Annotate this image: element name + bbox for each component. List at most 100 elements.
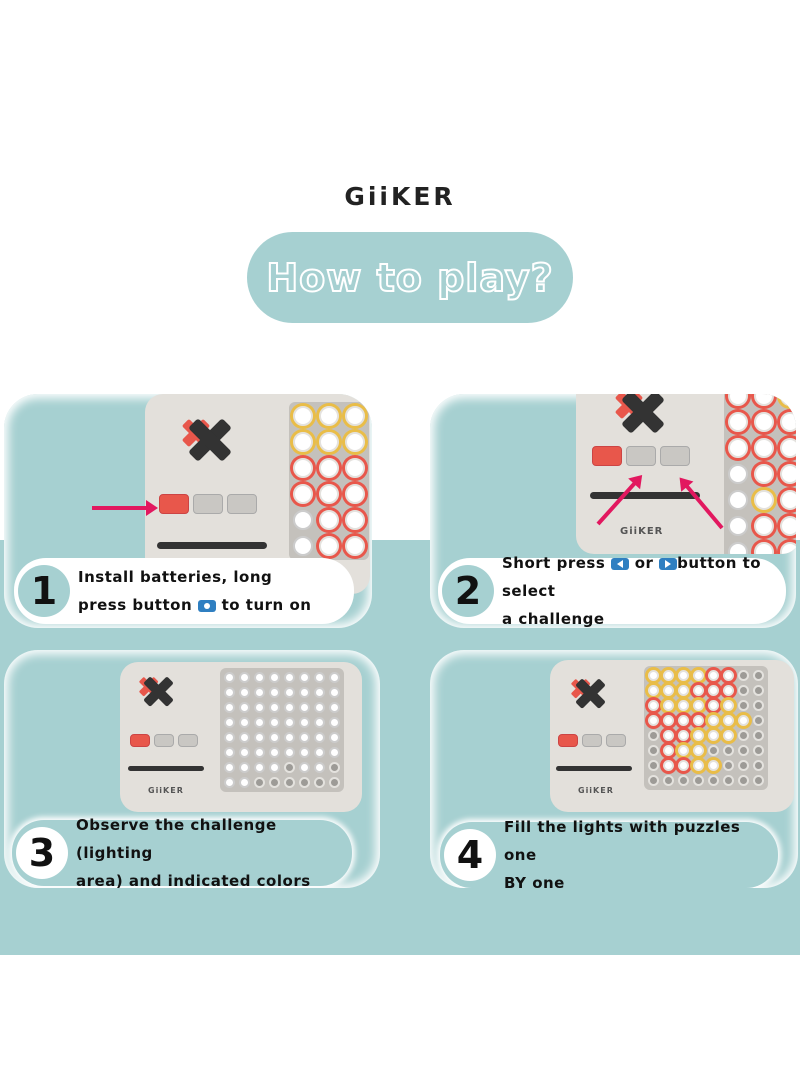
grid-light [293,432,313,452]
grid-light [319,510,339,530]
grid-light [269,732,280,743]
grid-light [319,458,339,478]
grid-light [728,464,748,484]
step-text: Install batteries, long [78,568,273,586]
step-number: 3 [16,827,68,879]
grid-light [224,747,235,758]
grid-light [693,700,704,711]
grid-light [663,730,674,741]
grid-light [723,685,734,696]
step-2-caption: 2 Short press or button to select a chal… [438,554,786,628]
device-logo: GiiKER [578,786,614,795]
device-logo: GiiKER [620,526,664,537]
grid-light [224,732,235,743]
grid-light [753,775,764,786]
puzzle-grid [220,668,344,792]
grid-light [314,687,325,698]
right-button-icon [659,557,678,570]
grid-light [239,702,250,713]
grid-light [780,542,796,554]
grid-light [678,745,689,756]
grid-light [738,730,749,741]
grid-light [254,762,265,773]
grid-light [738,670,749,681]
grid-light [345,510,365,530]
step-text: Short press [502,554,606,572]
step-text: a challenge [502,610,605,628]
grid-light [254,717,265,728]
grid-light [284,732,295,743]
grid-light [780,464,796,484]
grid-light [678,700,689,711]
grid-light [728,412,748,432]
brand-logo: GiiKER [344,182,456,211]
step-text: area) and indicated colors [76,872,311,888]
grid-light [648,760,659,771]
grid-light [648,775,659,786]
grid-light [254,702,265,713]
grid-light [753,685,764,696]
grid-light [314,747,325,758]
power-button-icon [197,599,216,612]
grid-light [269,672,280,683]
grid-light [678,715,689,726]
grid-light [708,700,719,711]
grid-light [224,687,235,698]
grid-light [708,775,719,786]
game-logo-icon [175,412,245,472]
grid-light [239,777,250,788]
step-1-panel: 1 Install batteries, long press button t… [4,394,372,628]
grid-light [329,747,340,758]
grid-light [329,777,340,788]
card-slot [590,492,700,499]
grid-light [239,762,250,773]
grid-light [648,670,659,681]
grid-light [284,777,295,788]
grid-light [728,542,748,554]
grid-light [663,715,674,726]
step-1-caption: 1 Install batteries, long press button t… [14,558,354,624]
grid-light [693,775,704,786]
grid-light [269,777,280,788]
grid-light [239,732,250,743]
grid-light [723,730,734,741]
grid-light [708,730,719,741]
grid-light [780,412,796,432]
grid-light [224,717,235,728]
step-number: 1 [18,565,70,617]
step-number: 2 [442,565,494,617]
device-image [145,394,370,594]
grid-light [708,715,719,726]
step-text: Observe the challenge (lighting [76,816,277,862]
pointer-arrow-icon [92,500,158,516]
step-text: button to select [502,554,762,600]
puzzle-grid [289,402,369,560]
grid-light [269,717,280,728]
grid-light [299,702,310,713]
grid-light [329,687,340,698]
grid-light [678,670,689,681]
grid-light [693,730,704,741]
grid-light [224,702,235,713]
grid-light [663,700,674,711]
grid-light [254,672,265,683]
grid-light [728,490,748,510]
grid-light [329,762,340,773]
page-title: How to play? [265,255,554,301]
grid-light [753,715,764,726]
card-slot [128,766,204,771]
grid-light [648,730,659,741]
device-image: GiiKER [120,662,362,812]
grid-light [224,672,235,683]
grid-light [780,394,796,406]
grid-light [293,536,313,556]
step-text: Fill the lights with puzzles one [504,818,741,864]
game-logo-icon [566,674,615,716]
grid-light [345,536,365,556]
step-2-panel: GiiKER 2 Short press or button to select… [430,394,796,628]
grid-light [293,406,313,426]
grid-light [314,762,325,773]
puzzle-grid [644,666,768,790]
step-text: to turn on [221,596,312,614]
